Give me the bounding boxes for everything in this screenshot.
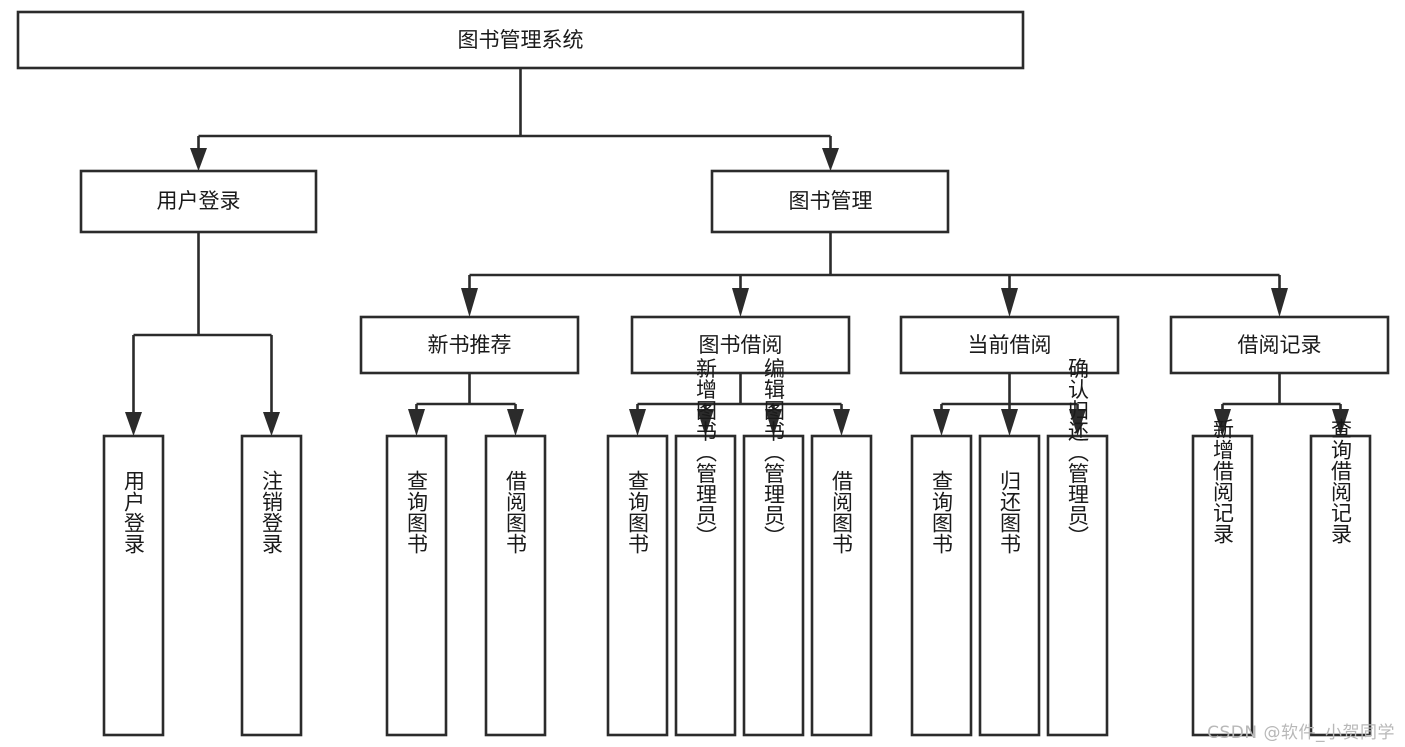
node-leaf-add-book-box[interactable] [674,434,737,737]
node-leaf-query-book-2-box[interactable] [606,434,669,737]
node-book-borrow-box[interactable] [630,315,851,375]
arrow-head-user-login [190,148,207,171]
node-leaf-user-login-box[interactable] [102,434,165,737]
node-leaf-query-book-3[interactable]: 查询图书 [910,434,973,737]
node-leaf-query-book-2[interactable]: 查询图书 [606,434,669,737]
arrow-head-current-borrow [1001,288,1018,317]
node-leaf-edit-book-box[interactable] [742,434,805,737]
node-book-borrow-label: 图书借阅 [699,333,783,357]
node-leaf-borrow-book-1[interactable]: 借阅图书 [484,434,547,737]
node-leaf-borrow-book-1-label: 借阅图书 [504,470,528,554]
node-leaf-return-book-label: 归还图书 [998,470,1022,554]
node-root[interactable]: 图书管理系统 [16,10,1025,70]
node-leaf-query-book-1-box[interactable] [385,434,448,737]
arrow-head-leaf-user-logout [263,412,280,436]
node-leaf-borrow-book-2-box[interactable] [810,434,873,737]
node-leaf-user-logout-box[interactable] [240,434,303,737]
arrow-head-leaf-borrow-book-1 [507,409,524,436]
node-user-login[interactable]: 用户登录 [79,169,318,234]
arrow-head-leaf-query-record [1332,409,1349,436]
node-root-label: 图书管理系统 [458,28,584,52]
arrow-head-book-manage [822,148,839,171]
node-leaf-query-book-3-box[interactable] [910,434,973,737]
edge-group [125,68,1349,436]
node-leaf-add-record-label: 新增借阅记录 [1211,418,1235,544]
node-leaf-add-book[interactable]: 新增图书（管理员） [674,358,737,737]
node-leaf-confirm-return[interactable]: 确认归还（管理员） [1046,358,1109,737]
node-leaf-return-book-box[interactable] [978,434,1041,737]
node-leaf-borrow-book-2-label: 借阅图书 [830,470,854,554]
node-leaf-user-logout-label: 注销登录 [260,470,284,554]
arrow-head-leaf-query-book-1 [408,409,425,436]
arrow-head-leaf-add-record [1214,409,1231,436]
node-borrow-record-label: 借阅记录 [1238,333,1322,357]
node-book-manage-box[interactable] [710,169,950,234]
node-leaf-edit-book-label: 编辑图书（管理员） [762,358,786,547]
node-leaf-return-book[interactable]: 归还图书 [978,434,1041,737]
arrow-head-leaf-query-book-3 [933,409,950,436]
arrow-head-leaf-borrow-book-2 [833,409,850,436]
node-new-book-rec-box[interactable] [359,315,580,375]
arrow-head-leaf-user-login [125,412,142,436]
node-leaf-user-login[interactable]: 用户登录 [102,434,165,737]
node-leaf-add-record[interactable]: 新增借阅记录 [1191,418,1254,737]
node-leaf-query-book-3-label: 查询图书 [930,470,954,554]
node-leaf-confirm-return-label: 确认归还（管理员） [1066,358,1090,547]
arrow-head-new-book-rec [461,288,478,317]
node-leaf-query-book-1[interactable]: 查询图书 [385,434,448,737]
node-book-borrow[interactable]: 图书借阅 [630,315,851,375]
node-leaf-add-record-box[interactable] [1191,434,1254,737]
node-leaf-query-record-box[interactable] [1309,434,1372,737]
arrow-head-leaf-confirm-return [1069,409,1086,436]
arrow-head-leaf-return-book [1001,409,1018,436]
node-new-book-rec-label: 新书推荐 [428,333,512,357]
node-new-book-rec[interactable]: 新书推荐 [359,315,580,375]
node-leaf-borrow-book-2[interactable]: 借阅图书 [810,434,873,737]
node-leaf-user-login-label: 用户登录 [122,470,146,554]
node-user-login-box[interactable] [79,169,318,234]
arrow-head-leaf-edit-book [765,409,782,436]
node-book-manage[interactable]: 图书管理 [710,169,950,234]
arrow-head-book-borrow [732,288,749,317]
node-leaf-query-book-2-label: 查询图书 [626,470,650,554]
node-borrow-record-box[interactable] [1169,315,1390,375]
node-leaf-add-book-label: 新增图书（管理员） [694,358,718,547]
node-leaf-query-book-1-label: 查询图书 [405,470,429,554]
node-current-borrow-label: 当前借阅 [968,333,1052,357]
node-leaf-query-record-label: 查询借阅记录 [1329,418,1353,544]
node-leaf-confirm-return-box[interactable] [1046,434,1109,737]
node-leaf-edit-book[interactable]: 编辑图书（管理员） [742,358,805,737]
node-leaf-borrow-book-1-box[interactable] [484,434,547,737]
arrow-head-leaf-query-book-2 [629,409,646,436]
node-user-login-label: 用户登录 [157,189,241,213]
node-leaf-query-record[interactable]: 查询借阅记录 [1309,418,1372,737]
node-root-box[interactable] [16,10,1025,70]
node-leaf-user-logout[interactable]: 注销登录 [240,434,303,737]
node-book-manage-label: 图书管理 [789,189,873,213]
node-current-borrow[interactable]: 当前借阅 [899,315,1120,375]
node-current-borrow-box[interactable] [899,315,1120,375]
arrow-head-leaf-add-book [697,409,714,436]
arrow-head-borrow-record [1271,288,1288,317]
node-borrow-record[interactable]: 借阅记录 [1169,315,1390,375]
